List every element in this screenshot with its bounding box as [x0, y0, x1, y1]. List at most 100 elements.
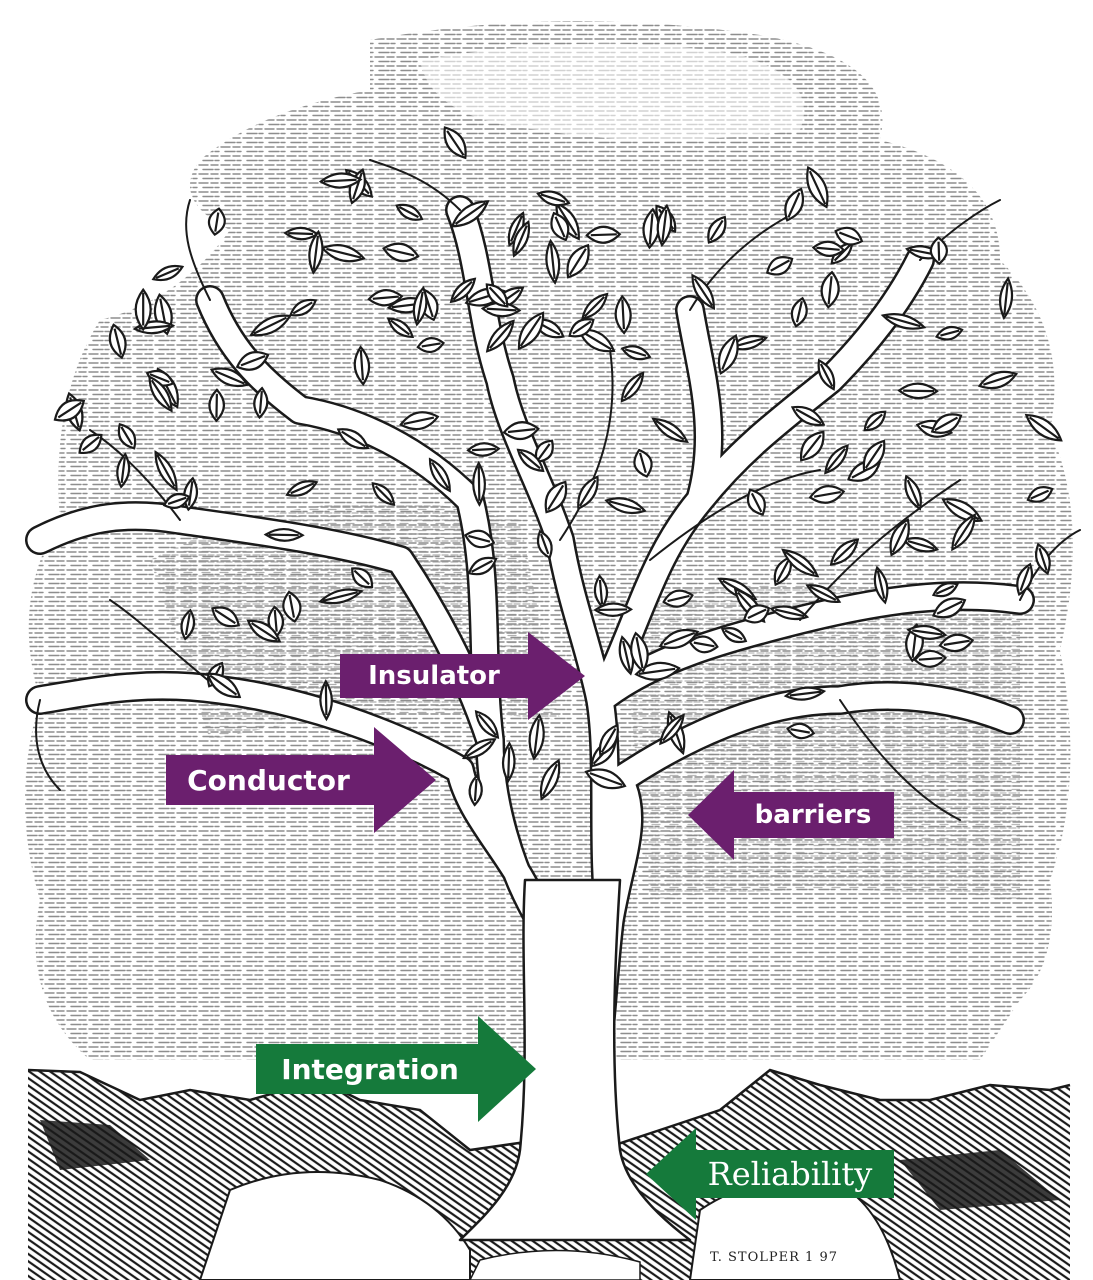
leaf — [642, 207, 660, 250]
leaf — [593, 574, 609, 609]
leaf — [808, 485, 846, 504]
conductor-label: Conductor — [187, 763, 350, 797]
leaf — [450, 200, 490, 228]
leaf — [151, 264, 185, 282]
leaf — [568, 318, 595, 338]
leaf — [134, 287, 152, 332]
leaf — [308, 229, 324, 275]
insulator-label: Insulator — [368, 661, 500, 691]
leaf — [211, 606, 240, 628]
leaf — [536, 190, 571, 207]
leaf — [585, 225, 622, 244]
leaf — [581, 292, 609, 321]
leaf — [289, 298, 318, 317]
leaf — [539, 758, 561, 801]
leaf — [395, 203, 424, 221]
leaf — [863, 410, 887, 432]
barriers-arrow: barriers — [688, 770, 894, 860]
conductor-arrow: Conductor — [166, 727, 436, 833]
leaf — [53, 399, 86, 422]
leaf — [786, 722, 816, 740]
leaf — [1026, 486, 1054, 503]
leaf — [932, 597, 967, 619]
leaf — [604, 497, 647, 515]
leaf — [467, 556, 498, 576]
leaf — [620, 345, 652, 361]
leaf — [765, 256, 794, 276]
leaf — [824, 443, 849, 475]
leaf — [512, 219, 531, 258]
leaf — [528, 713, 545, 761]
leaf — [253, 386, 269, 420]
tree-leaves — [53, 126, 1063, 807]
leaf — [662, 589, 694, 608]
leaf — [805, 584, 842, 603]
arrow-right-icon — [340, 632, 585, 720]
leaf — [428, 457, 451, 493]
arrow-right-icon — [256, 1016, 536, 1122]
leaf — [938, 633, 975, 653]
leaf — [480, 301, 522, 318]
leaf — [783, 686, 827, 701]
insulator-arrow: Insulator — [340, 632, 585, 720]
leaf — [148, 375, 173, 413]
leaf — [931, 582, 959, 598]
leaf — [416, 337, 445, 353]
leaf — [78, 433, 103, 455]
artist-signature: T. STOLPER 1 97 — [710, 1250, 838, 1265]
leaf — [691, 273, 716, 310]
leaf — [117, 422, 137, 450]
leaf — [633, 448, 653, 478]
leaf — [634, 661, 681, 681]
leaf — [934, 325, 964, 341]
leaf — [806, 165, 829, 209]
leaf — [880, 313, 927, 330]
leaf — [336, 428, 370, 450]
leaf — [1016, 562, 1034, 597]
leaf — [688, 635, 719, 654]
leaf — [906, 624, 948, 640]
leaf — [566, 243, 590, 279]
leaf — [399, 411, 440, 431]
leaf — [382, 242, 420, 263]
leaf — [351, 567, 374, 589]
reliability-label: Reliability — [707, 1155, 873, 1193]
leaf — [930, 413, 963, 434]
leaf — [154, 450, 178, 492]
leaf — [443, 126, 467, 160]
leaf — [630, 631, 649, 673]
leaf — [781, 548, 820, 578]
leaf — [717, 334, 739, 375]
leaf — [318, 172, 363, 189]
leaf — [235, 351, 270, 371]
leaf — [929, 236, 948, 266]
leaf — [1024, 413, 1063, 442]
leaf — [282, 590, 302, 623]
leaf — [353, 345, 371, 386]
leaf — [449, 277, 477, 304]
leaf — [180, 608, 196, 641]
leaf — [516, 448, 545, 473]
reliability-arrow: Reliability — [646, 1128, 894, 1220]
leaf — [598, 723, 619, 757]
leaf — [108, 323, 127, 360]
leaf — [769, 605, 810, 621]
leaf — [208, 388, 226, 423]
arrow-left-icon — [646, 1128, 894, 1220]
leaf — [913, 649, 948, 668]
leaf — [862, 439, 886, 472]
leaf — [206, 672, 242, 699]
leaf — [468, 774, 483, 807]
leaf — [550, 211, 570, 242]
leaf — [620, 371, 645, 403]
leaf — [116, 452, 131, 489]
leaf — [317, 588, 364, 605]
leaf — [183, 476, 199, 512]
arrow-left-icon — [688, 770, 894, 860]
leaf — [707, 215, 727, 244]
leaf — [466, 442, 501, 457]
integration-arrow: Integration — [256, 1016, 536, 1122]
leaf — [951, 513, 976, 552]
leaf — [811, 240, 846, 257]
leaf — [897, 382, 939, 400]
